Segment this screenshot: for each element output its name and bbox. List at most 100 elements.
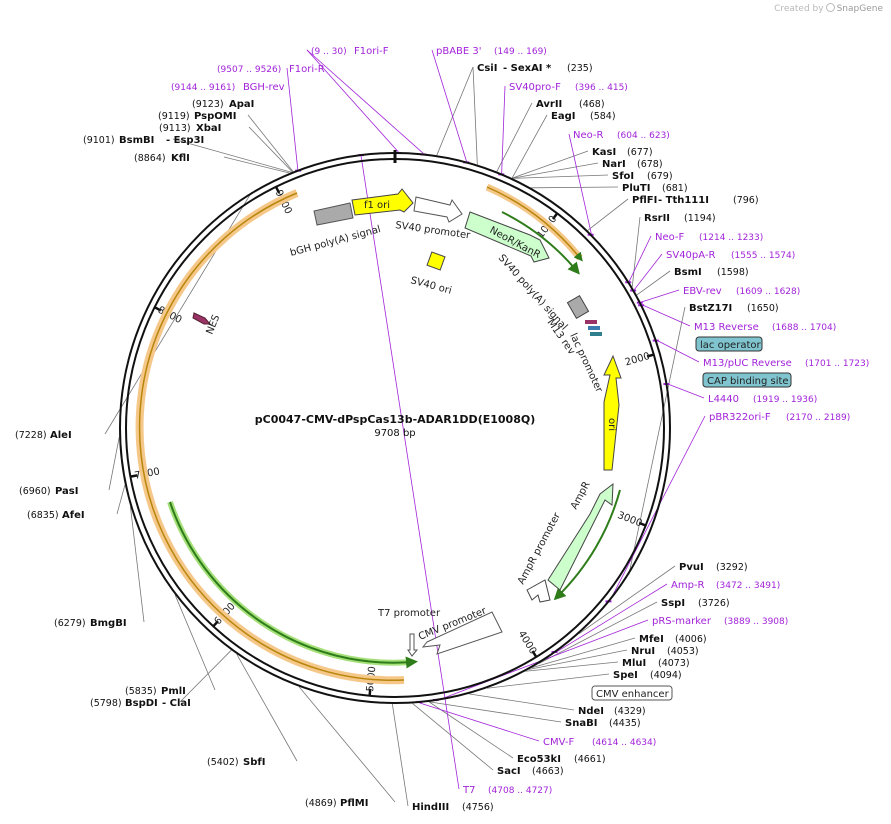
leader-line: [578, 565, 676, 634]
svg-text:(5798): (5798): [90, 698, 122, 709]
svg-text:BspDI: BspDI: [125, 698, 158, 709]
primer-ebv-rev: EBV-rev(1609 .. 1628): [683, 286, 800, 297]
leader-line: [247, 114, 294, 172]
enzyme-sfoi: SfoI(679): [612, 171, 673, 182]
cmv-promoter-shape: [421, 611, 503, 655]
leader-line: [568, 133, 592, 235]
feature-shapes: [192, 188, 622, 657]
enzyme-kfli: (8864)KflI: [134, 153, 190, 164]
svg-text:PasI: PasI: [55, 486, 78, 497]
boxed-label-cmv-enhancer: CMV enhancer: [591, 685, 673, 701]
feature-label-sv40-polya: SV40 poly(A) signal: [496, 253, 570, 333]
primer-labels: (9 .. 30)F1ori-F pBABE 3'(149 .. 169) SV…: [171, 46, 869, 796]
svg-text:Neo-R: Neo-R: [573, 130, 604, 141]
leader-line: [587, 198, 629, 231]
svg-text:lac operator: lac operator: [700, 340, 761, 351]
svg-text:EagI: EagI: [551, 111, 575, 122]
label-leader-lines: [104, 49, 706, 807]
enzyme-nari: NarI(678): [602, 159, 663, 170]
plasmid-title: pC0047-CMV-dPspCas13b-ADAR1DD(E1008Q): [255, 413, 535, 426]
leader-line: [501, 85, 506, 174]
leader-line: [512, 174, 609, 179]
svg-text:(3292): (3292): [716, 562, 748, 573]
enzyme-avrii: AvrII(468): [536, 99, 605, 110]
nes-shape: [192, 312, 212, 325]
svg-text:PflFI: PflFI: [632, 195, 657, 206]
ori-shape: [603, 354, 622, 471]
boxed-labels: lac operator CAP binding site CMV enhanc…: [591, 336, 792, 701]
primer-pbr322ori-f: pBR322ori-F (2170 .. 2189): [709, 412, 850, 423]
svg-text:Eco53kI: Eco53kI: [517, 754, 561, 765]
enzyme-mfei: MfeI(4006): [639, 634, 707, 645]
tick-mark: [646, 353, 655, 358]
credit-prefix: Created by: [774, 4, 824, 14]
svg-text:(4053): (4053): [667, 646, 699, 657]
orf-arcs: [135, 183, 621, 685]
leader-line: [223, 156, 290, 174]
leader-line: [656, 339, 700, 363]
svg-text:(9101): (9101): [83, 135, 115, 146]
leader-line: [428, 701, 514, 759]
svg-text:(1194): (1194): [684, 213, 716, 224]
sv40-promoter-shape: [413, 196, 463, 223]
neokan-shape: [464, 211, 550, 263]
svg-text:(2170 .. 2189): (2170 .. 2189): [786, 413, 850, 423]
svg-text:(1555 .. 1574): (1555 .. 1574): [731, 251, 795, 261]
enzyme-pluti: PluTI(681): [622, 183, 688, 194]
svg-text:NruI: NruI: [631, 646, 655, 657]
svg-text:(4614 .. 4634): (4614 .. 4634): [592, 738, 656, 748]
leader-line: [472, 66, 478, 165]
svg-text:L4440: L4440: [708, 394, 739, 405]
snapgene-logo-icon: [825, 3, 835, 12]
svg-text:(9 .. 30): (9 .. 30): [311, 47, 347, 57]
svg-text:(468): (468): [579, 99, 605, 110]
tick-mark: [638, 521, 647, 527]
leader-line: [431, 49, 467, 162]
svg-text:(1609 .. 1628): (1609 .. 1628): [736, 287, 800, 297]
enzyme-bsmi: BsmI(1598): [674, 267, 749, 278]
svg-text:(1214 .. 1233): (1214 .. 1233): [699, 233, 763, 243]
leader-line: [554, 583, 668, 654]
svg-text:(4329): (4329): [614, 706, 646, 717]
feature-label-lac-promoter: lac promoter: [567, 332, 604, 395]
sv40-ori-shape: [426, 251, 446, 271]
enzyme-csii: CsiI - SexAI *(235): [477, 63, 593, 74]
enzyme-alei: (7228)AleI: [15, 430, 72, 441]
leader-line: [172, 138, 292, 173]
svg-text:(3472 .. 3491): (3472 .. 3491): [716, 581, 780, 591]
primer-amp-r: Amp-R(3472 .. 3491): [671, 580, 780, 591]
svg-text:(9144 .. 9161): (9144 .. 9161): [171, 83, 235, 93]
leader-line: [531, 637, 636, 669]
svg-text:(4435): (4435): [609, 718, 641, 729]
leader-line: [116, 484, 126, 515]
svg-text:PspOMI: PspOMI: [194, 111, 236, 122]
enzyme-spei: SpeI(4094): [613, 670, 682, 681]
leader-line: [512, 150, 589, 179]
primer-sv40pa-r: SV40pA-R(1555 .. 1574): [666, 250, 795, 261]
tick-mark: [368, 688, 372, 696]
leader-line: [512, 162, 599, 179]
svg-text:pBABE 3': pBABE 3': [436, 46, 482, 57]
leader-line: [486, 673, 610, 689]
credit-brand: SnapGene: [836, 4, 883, 14]
leader-line: [306, 49, 424, 154]
svg-text:XbaI: XbaI: [196, 123, 221, 134]
plasmid-length: 9708 bp: [374, 428, 415, 439]
svg-text:(796): (796): [733, 195, 759, 206]
enzyme-bspdi: (5798)BspDI - ClaI: [90, 698, 191, 709]
svg-text:BGH-rev: BGH-rev: [243, 82, 285, 93]
enzyme-pvui: PvuI(3292): [679, 562, 748, 573]
leader-line: [429, 701, 562, 723]
svg-text:(6279): (6279): [54, 618, 86, 629]
svg-text:KflI: KflI: [171, 153, 190, 164]
svg-text:(604 .. 623): (604 .. 623): [617, 131, 670, 141]
svg-text:SspI: SspI: [661, 598, 685, 609]
svg-text:BsmBI: BsmBI: [119, 135, 154, 146]
leader-line: [108, 437, 120, 491]
svg-text:(4663): (4663): [532, 766, 564, 777]
svg-text:pBR322ori-F: pBR322ori-F: [709, 412, 771, 423]
enzyme-sbfi: (5402)SbfI: [207, 757, 265, 768]
enzyme-pflmi: (4869)PflMI: [305, 798, 368, 809]
leader-line: [628, 235, 652, 282]
